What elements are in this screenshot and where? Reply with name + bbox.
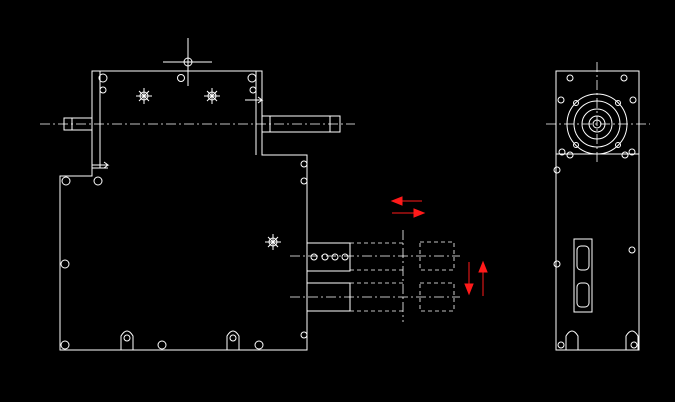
bolt-symbol-2: [204, 88, 220, 104]
arrow-up: [478, 260, 488, 296]
side-flange: [566, 93, 628, 155]
arrow-right: [392, 208, 426, 218]
lifting-lug-left: [120, 330, 134, 350]
arrow-left: [390, 196, 422, 206]
dashed-rods: [350, 241, 455, 312]
lifting-lug-right: [226, 330, 240, 350]
bolt-symbol-3: [265, 234, 281, 250]
output-block: [290, 230, 460, 322]
side-view: [546, 62, 650, 351]
front-view: [40, 38, 460, 351]
upper-housing-outline: [59, 70, 308, 351]
arrow-down: [464, 262, 474, 296]
side-top-bolts: [557, 74, 637, 159]
side-holes: [553, 166, 638, 349]
side-upper-housing: [555, 70, 640, 155]
upper-housing-bolts: [92, 73, 264, 169]
crosshair-marker: [163, 38, 212, 86]
side-lower-housing: [555, 153, 640, 351]
bolt-symbol-1: [136, 88, 152, 104]
motion-arrows: [390, 196, 488, 296]
main-shaft: [40, 115, 355, 133]
side-slot-window: [573, 238, 593, 313]
lower-housing-holes: [60, 160, 308, 350]
side-lugs: [565, 330, 639, 350]
